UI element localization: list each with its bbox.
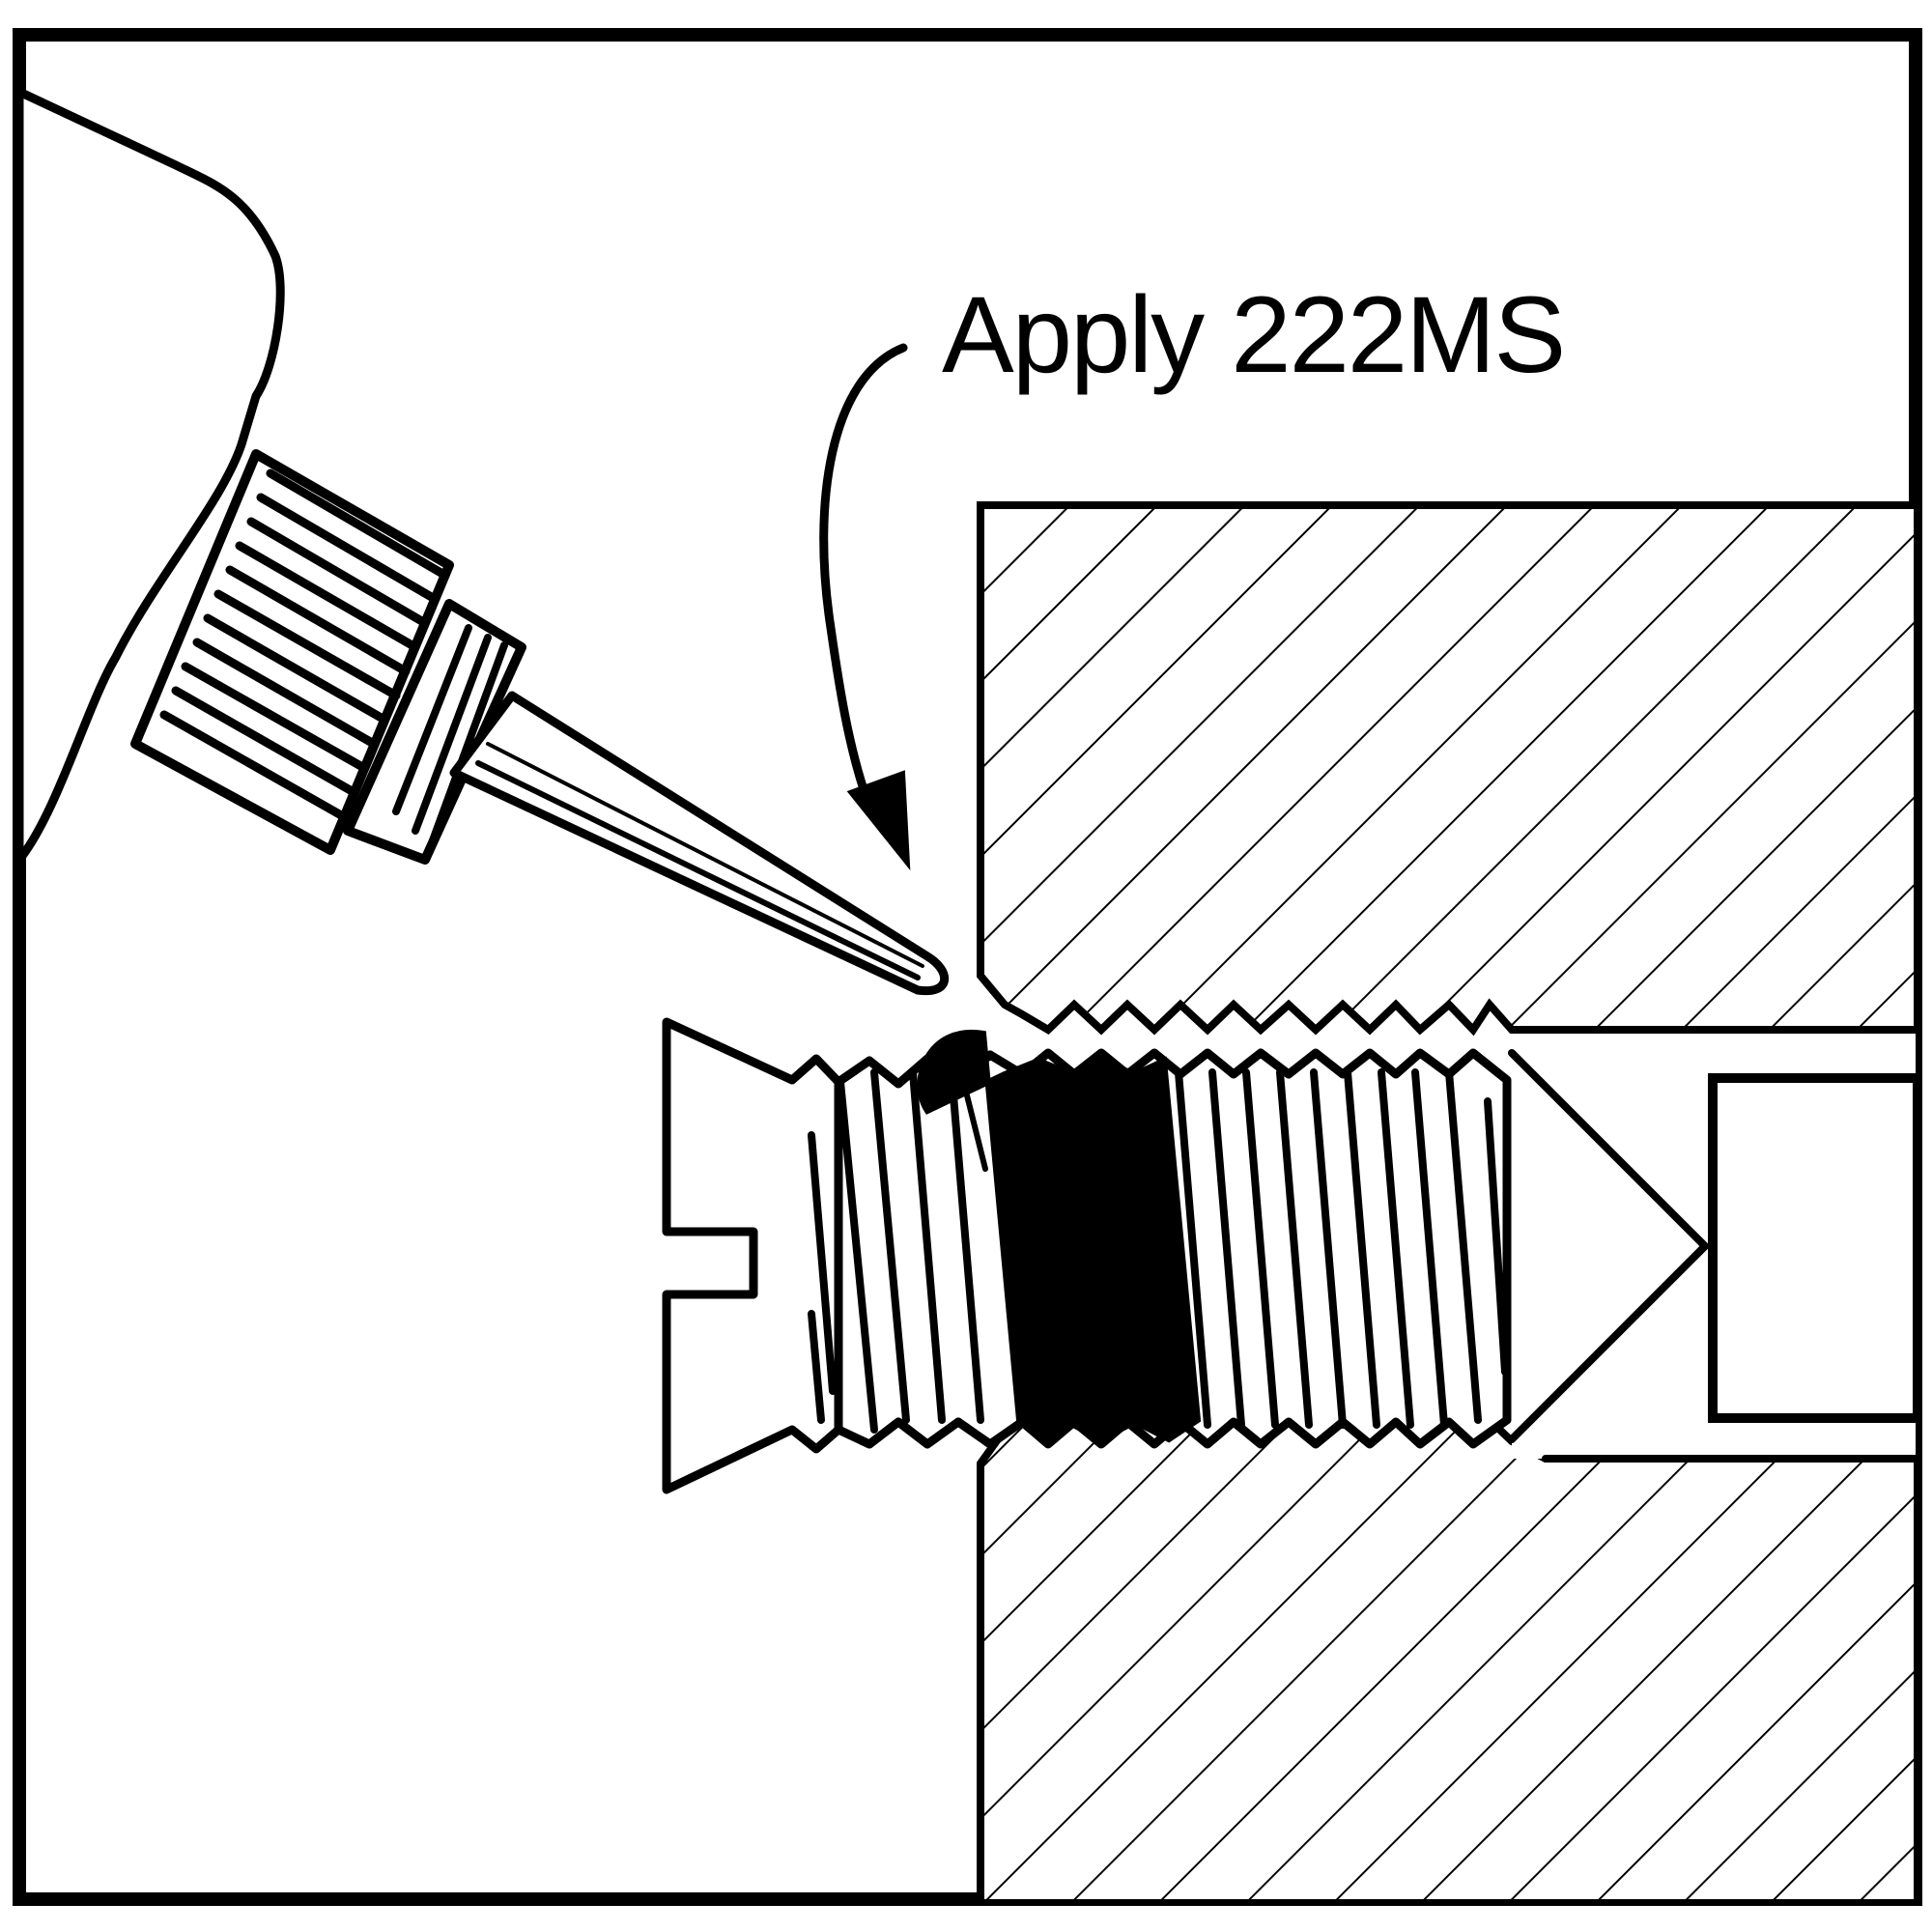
callout-arrow [819,343,911,871]
callout-label: Apply 222MS [942,274,1564,395]
threaded-housing-block [977,501,1916,1899]
housing-hatched-lower [977,1414,1916,1899]
threadlocker-bottle [19,87,949,996]
set-screw [662,1017,1512,1494]
screw-head-slot [662,1017,843,1494]
bottle-body [19,87,285,867]
bottle-nozzle [449,691,949,996]
bottle-collar [130,449,454,855]
threadlocker-band [917,1029,1202,1443]
bore-pin [1708,1073,1916,1423]
drill-point [1508,1049,1709,1443]
housing-hatched-upper [977,501,1916,1037]
arrowhead-icon [846,770,911,871]
